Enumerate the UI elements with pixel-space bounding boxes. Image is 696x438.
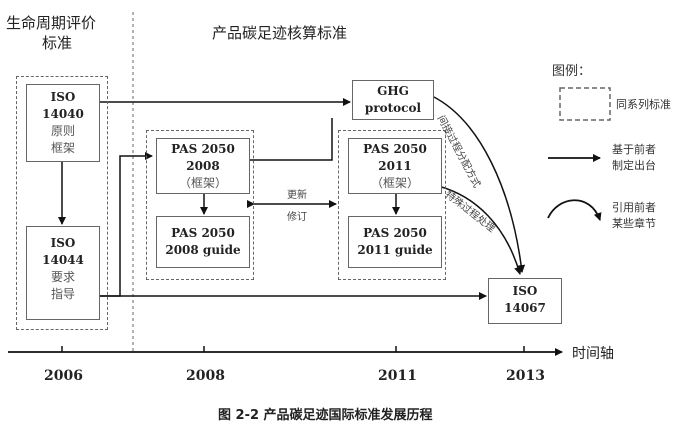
ghg-line2: protocol	[364, 101, 422, 115]
pas2011-line2: 2011	[378, 159, 412, 173]
iso14067-line1: ISO	[512, 284, 538, 298]
iso14044-line3: 要求	[50, 270, 75, 284]
year-2013: 2013	[506, 368, 545, 384]
pas2008-line2: 2008	[186, 159, 220, 173]
pas2050-2011-box: PAS 2050 2011 （框架）	[348, 138, 442, 194]
lca-series-group	[16, 76, 108, 330]
iso14040-line3: 原则	[50, 124, 75, 138]
legend-curve-symbol	[547, 199, 602, 221]
legend-dashed-label: 同系列标准	[616, 98, 671, 111]
legend-title: 图例：	[552, 64, 592, 79]
pas2008-guide-line1: PAS 2050	[171, 226, 235, 240]
iso14044-line4: 指导	[50, 287, 75, 301]
legend-arrow-label-line2: 制定出台	[612, 159, 656, 172]
update-label-line1: 更新	[287, 190, 307, 201]
year-2006: 2006	[44, 368, 83, 384]
curve-pas2011-to-14067	[437, 185, 522, 275]
pas2008-line1: PAS 2050	[171, 142, 235, 156]
ghg-line1: GHG	[377, 84, 409, 98]
legend-arrow-label-line1: 基于前者	[612, 143, 656, 156]
left-section-title-line2: 标准	[42, 34, 73, 52]
iso14044-box: ISO 14044 要求 指导	[26, 226, 100, 320]
figure-caption: 图 2-2 产品碳足迹国际标准发展历程	[218, 408, 433, 423]
year-2011: 2011	[378, 368, 417, 384]
legend-curve-label-line1: 引用前者	[612, 201, 656, 214]
legend-dashed-symbol	[559, 87, 611, 121]
update-label-line2: 修订	[287, 212, 307, 223]
iso14040-line4: 框架	[50, 141, 75, 155]
right-section-title: 产品碳足迹核算标准	[212, 24, 348, 42]
pas2008-series-group	[146, 130, 254, 280]
legend-curve-label-line2: 某些章节	[612, 217, 656, 230]
iso14040-line2: 14040	[42, 107, 84, 121]
pas2008-guide-line2: 2008 guide	[165, 243, 241, 257]
year-2008: 2008	[186, 368, 225, 384]
pas2008-line3: （框架）	[178, 176, 227, 190]
iso14044-line1: ISO	[50, 236, 76, 250]
pas2011-guide-line1: PAS 2050	[363, 226, 427, 240]
line-pas2008-to-ghg	[249, 118, 333, 161]
pas2011-line3: （框架）	[370, 176, 419, 190]
ghg-protocol-box: GHG protocol	[352, 80, 434, 120]
iso14067-line2: 14067	[504, 301, 546, 315]
pas2050-2008-guide-box: PAS 2050 2008 guide	[156, 216, 250, 268]
left-section-title: 生命周期评价	[6, 14, 97, 32]
pas2011-series-group	[338, 130, 446, 280]
iso14040-box: ISO 14040 原则 框架	[26, 84, 100, 162]
pas2011-guide-line2: 2011 guide	[357, 243, 433, 257]
pas2050-2008-box: PAS 2050 2008 （框架）	[156, 138, 250, 194]
iso14044-line2: 14044	[42, 253, 84, 267]
iso14040-line1: ISO	[50, 90, 76, 104]
pas2050-2011-guide-box: PAS 2050 2011 guide	[348, 216, 442, 268]
curve-ghg-to-14067	[431, 95, 526, 273]
timeline-axis-label: 时间轴	[572, 346, 614, 362]
iso14067-box: ISO 14067	[488, 278, 562, 324]
pas2011-line1: PAS 2050	[363, 142, 427, 156]
